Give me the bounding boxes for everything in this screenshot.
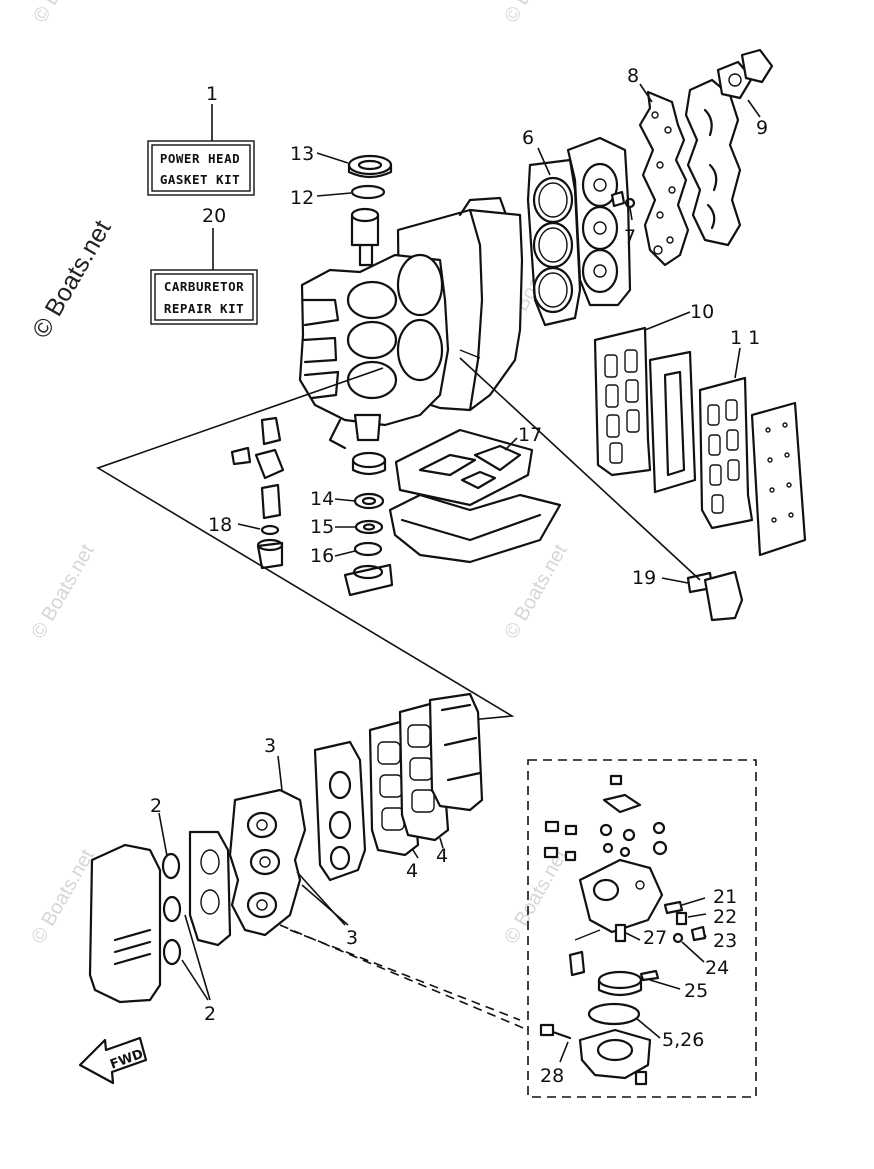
part-9-thermostat-cover: 9 [716,48,774,139]
callout-11: 1 1 [730,327,760,349]
head-cover [684,78,742,247]
callout-2-top: 2 [150,795,162,817]
callout-6: 6 [522,127,534,149]
callout-10: 10 [690,301,714,323]
callout-2-bottom: 2 [204,1003,216,1025]
callout-22: 22 [713,906,737,928]
exhaust-outer-cover [750,401,807,557]
part-13-oil-seal: 13 [290,143,393,179]
power-head-block [298,196,524,450]
callout-17: 17 [518,424,542,446]
forward-arrow-icon: FWD [78,1036,148,1085]
callout-9: 9 [756,117,768,139]
intake-gasket-plate [188,830,232,947]
callout-14: 14 [310,488,334,510]
part-16-o-ring: 16 [310,541,383,567]
callout-4-left: 4 [406,860,418,882]
kit-power-head-line2: GASKET KIT [160,172,240,187]
intake-manifold [313,740,367,882]
callout-5-26: 5,26 [662,1029,704,1051]
part-3-carburetors: 3 3 [228,735,358,949]
part-12-o-ring: 12 [290,184,386,209]
cylinder-head [566,136,632,307]
watermark-main: © Boats.net [27,216,117,343]
callout-18: 18 [208,514,232,536]
part-8-cover-gasket: 8 [627,65,690,267]
callout-13: 13 [290,143,314,165]
callout-24: 24 [705,957,729,979]
callout-19: 19 [632,567,656,589]
carburetor-detail-box [527,759,757,1098]
kit-carburetor: CARBURETOR REPAIR KIT 20 [150,205,258,325]
carburetor-detail-parts: 21 22 23 24 27 25 5,26 28 [539,774,737,1087]
callout-27: 27 [643,927,667,949]
callout-3-top: 3 [264,735,276,757]
callout-28: 28 [540,1065,564,1087]
bearing-housing [343,563,394,597]
part-17-base-gasket: 17 [394,424,542,507]
kit-carburetor-line2: REPAIR KIT [164,301,244,316]
kit-power-head: POWER HEAD GASKET KIT 1 [147,83,255,196]
carb-detail-link-2 [279,924,529,1031]
watermark-tl: © Boats.net [29,0,101,27]
callout-16: 16 [310,545,334,567]
kit-power-head-line1: POWER HEAD [160,151,240,166]
assembly-lines [96,357,701,721]
kit-carburetor-line1: CARBURETOR [164,279,244,294]
watermark-tc: © Boats.net [500,0,572,27]
watermark-ml: © Boats.net [27,540,99,642]
callout-15: 15 [310,516,334,538]
callout-4-right: 4 [436,845,448,867]
watermark-br: © Boats.net [500,845,572,947]
callout-1: 1 [206,83,218,105]
part-7-bolt: 7 [610,190,636,248]
callout-23: 23 [713,930,737,952]
part-4-reed-gaskets: 4 4 [368,692,484,882]
callout-3-bottom: 3 [346,927,358,949]
part-11-exhaust-gasket: 1 1 [698,327,760,530]
part-19-bracket: 19 [632,567,744,622]
silencer-cover [88,843,162,1004]
watermark-bl: © Boats.net [27,845,99,947]
exhaust-inner-plate [648,350,697,494]
part-18-o-ring: 18 [208,514,280,536]
part-2-gaskets: 2 2 [150,795,216,1025]
part-15-oil-seal: 15 [310,516,384,538]
part-14-oil-seal: 14 [310,488,385,510]
callout-8: 8 [627,65,639,87]
part-10-exhaust-gasket: 10 [593,301,714,477]
callout-12: 12 [290,187,314,209]
carb-detail-link-1 [289,929,521,1021]
watermark-mr: © Boats.net [500,540,572,642]
callout-20: 20 [202,205,226,227]
callout-25: 25 [684,980,708,1002]
lower-seal-housing [351,451,387,476]
water-pipe-grommet [230,416,285,570]
upper-casing [388,493,562,564]
part-6-head-gasket: 6 [522,127,582,327]
callout-21: 21 [713,886,737,908]
callout-7: 7 [624,226,636,248]
